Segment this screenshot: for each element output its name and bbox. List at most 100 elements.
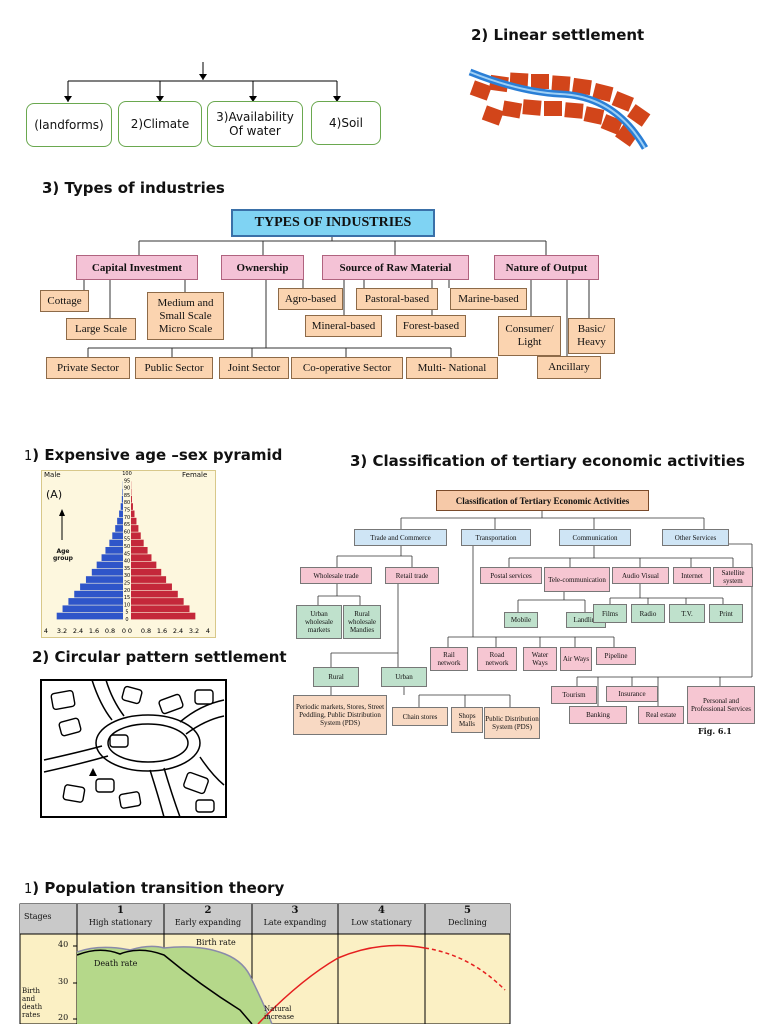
pyramid-female-bar bbox=[131, 510, 135, 518]
pyramid-female-bar bbox=[131, 598, 184, 605]
pyramid-female-bar bbox=[131, 554, 152, 561]
ind-multinational: Multi- National bbox=[406, 357, 498, 379]
pyramid-male-bar bbox=[62, 605, 123, 613]
pyramid-x-tick: 3.2 bbox=[57, 627, 67, 635]
pyramid-x-tick: 2.4 bbox=[73, 627, 83, 635]
pyramid-male-bar bbox=[120, 503, 123, 510]
transition-heading-text: ) Population transition theory bbox=[32, 879, 285, 897]
pyramid-female-bar bbox=[131, 576, 167, 583]
pyramid-age-tick: 100 bbox=[122, 471, 132, 477]
pyramid-male-bar bbox=[105, 547, 123, 554]
ind-pastoral: Pastoral-based bbox=[356, 288, 438, 310]
stage-2-num: 2 bbox=[204, 905, 212, 916]
tertiary-pipeline: Pipeline bbox=[596, 647, 636, 665]
pyramid-male-bar bbox=[112, 532, 123, 540]
linear-settlement-title: 2) Linear settlement bbox=[471, 26, 645, 44]
pyramid-male-bar bbox=[85, 576, 123, 583]
pyramid-male-bar bbox=[56, 612, 124, 620]
pyramid-axis-label: Age group bbox=[53, 548, 73, 562]
transition-death-rate-label: Death rate bbox=[94, 959, 138, 968]
pyramid-male-bar bbox=[101, 554, 123, 561]
factor-water: 3)Availability Of water bbox=[207, 101, 303, 147]
tertiary-internet: Internet bbox=[673, 567, 711, 584]
pyramid-female-bar bbox=[131, 517, 137, 525]
industries-heading: 3) Types of industries bbox=[42, 179, 225, 197]
circular-heading: 2) Circular pattern settlement bbox=[32, 648, 287, 666]
tertiary-cat-transport: Transportation bbox=[461, 529, 531, 546]
ind-cooperative: Co-operative Sector bbox=[291, 357, 403, 379]
tertiary-cat-trade: Trade and Commerce bbox=[354, 529, 447, 546]
pyramid-age-tick: 80 bbox=[124, 500, 130, 506]
pyramid-age-tick: 40 bbox=[124, 559, 130, 565]
pyramid-age-tick: 45 bbox=[124, 551, 130, 557]
industries-main-box: TYPES OF INDUSTRIES bbox=[231, 209, 435, 237]
ind-ancillary: Ancillary bbox=[537, 356, 601, 379]
tertiary-water: Water Ways bbox=[523, 647, 557, 671]
tertiary-retail-rural: Rural bbox=[313, 667, 359, 687]
tertiary-rural-wholesale: Rural wholesale Mandies bbox=[343, 605, 381, 639]
pyramid-heading: 1) Expensive age –sex pyramid bbox=[24, 446, 282, 464]
tertiary-radio: Radio bbox=[631, 604, 665, 623]
tertiary-postal: Postal services bbox=[480, 567, 542, 584]
pyramid-female-bar bbox=[131, 583, 172, 591]
pyramid-male-bar bbox=[122, 488, 123, 496]
pyramid-female-bar bbox=[131, 561, 157, 569]
tertiary-cat-communication: Communication bbox=[559, 529, 631, 546]
tertiary-tv: T.V. bbox=[669, 604, 705, 623]
pyramid-age-tick: 95 bbox=[124, 478, 130, 484]
pyramid-age-tick: 75 bbox=[124, 508, 130, 514]
pyramid-female-bar bbox=[131, 612, 196, 620]
factor-climate: 2)Climate bbox=[118, 101, 202, 147]
ind-large-scale: Large Scale bbox=[66, 318, 136, 340]
stage-3-num: 3 bbox=[291, 905, 299, 916]
stage-1-num: 1 bbox=[117, 905, 124, 916]
stage-2-name: Early expanding bbox=[174, 918, 242, 927]
pyramid-age-tick: 15 bbox=[124, 595, 130, 601]
pyramid-age-tick: 0 bbox=[125, 617, 128, 623]
pyramid-male-bar bbox=[115, 525, 123, 532]
pyramid-x-tick: 1.6 bbox=[89, 627, 99, 635]
tertiary-road: Road network bbox=[477, 647, 517, 671]
pyramid-x-tick: 4 bbox=[44, 627, 48, 635]
pyramid-heading-num: 1 bbox=[24, 449, 33, 464]
stage-3-name: Late expanding bbox=[263, 918, 327, 927]
ind-consumer: Consumer/ Light bbox=[498, 316, 561, 356]
tertiary-fig-label: Fig. 6.1 bbox=[698, 726, 732, 736]
tertiary-retail-urban: Urban bbox=[381, 667, 427, 687]
pyramid-x-tick: 1.6 bbox=[157, 627, 167, 635]
pyramid-male-bar bbox=[91, 568, 123, 576]
pyramid-age-tick: 60 bbox=[124, 529, 130, 535]
transition-stages-label: Stages bbox=[24, 912, 52, 921]
pyramid-x-tick: 0.8 bbox=[105, 627, 115, 635]
tertiary-films: Films bbox=[593, 604, 627, 623]
ind-mineral: Mineral-based bbox=[305, 315, 382, 337]
ind-public: Public Sector bbox=[135, 357, 213, 379]
tertiary-retail: Retail trade bbox=[385, 567, 439, 584]
ind-private: Private Sector bbox=[46, 357, 130, 379]
pyramid-male-bar bbox=[68, 598, 123, 605]
tertiary-cat-other: Other Services bbox=[662, 529, 729, 546]
tertiary-personal-services: Personal and Professional Services bbox=[687, 686, 755, 724]
pyramid-female-bar bbox=[131, 503, 133, 510]
pyramid-age-tick: 10 bbox=[124, 602, 130, 608]
transition-natural-increase-label: Natural increase bbox=[264, 1005, 295, 1021]
pyramid-age-tick: 50 bbox=[124, 544, 130, 550]
pyramid-age-tick: 30 bbox=[124, 573, 130, 579]
transition-heading-num: 1 bbox=[24, 882, 33, 897]
pyramid-female-bar bbox=[131, 539, 144, 547]
pyramid-female-bar bbox=[131, 590, 178, 598]
tertiary-tourism: Tourism bbox=[551, 686, 597, 704]
pyramid-male-bar bbox=[109, 539, 123, 547]
tertiary-banking: Banking bbox=[569, 706, 627, 724]
pyramid-age-tick: 55 bbox=[124, 537, 130, 543]
pyramid-x-tick: 3.2 bbox=[189, 627, 199, 635]
pyramid-female-label: Female bbox=[182, 471, 208, 479]
factor-landforms: (landforms) bbox=[26, 103, 112, 147]
pyramid-female-bar bbox=[131, 547, 148, 554]
ind-forest: Forest-based bbox=[396, 315, 466, 337]
ind-basic: Basic/ Heavy bbox=[568, 318, 615, 354]
stage-5-num: 5 bbox=[464, 905, 471, 916]
tertiary-audio-visual: Audio Visual bbox=[612, 567, 669, 584]
category-capital: Capital Investment bbox=[76, 255, 198, 280]
